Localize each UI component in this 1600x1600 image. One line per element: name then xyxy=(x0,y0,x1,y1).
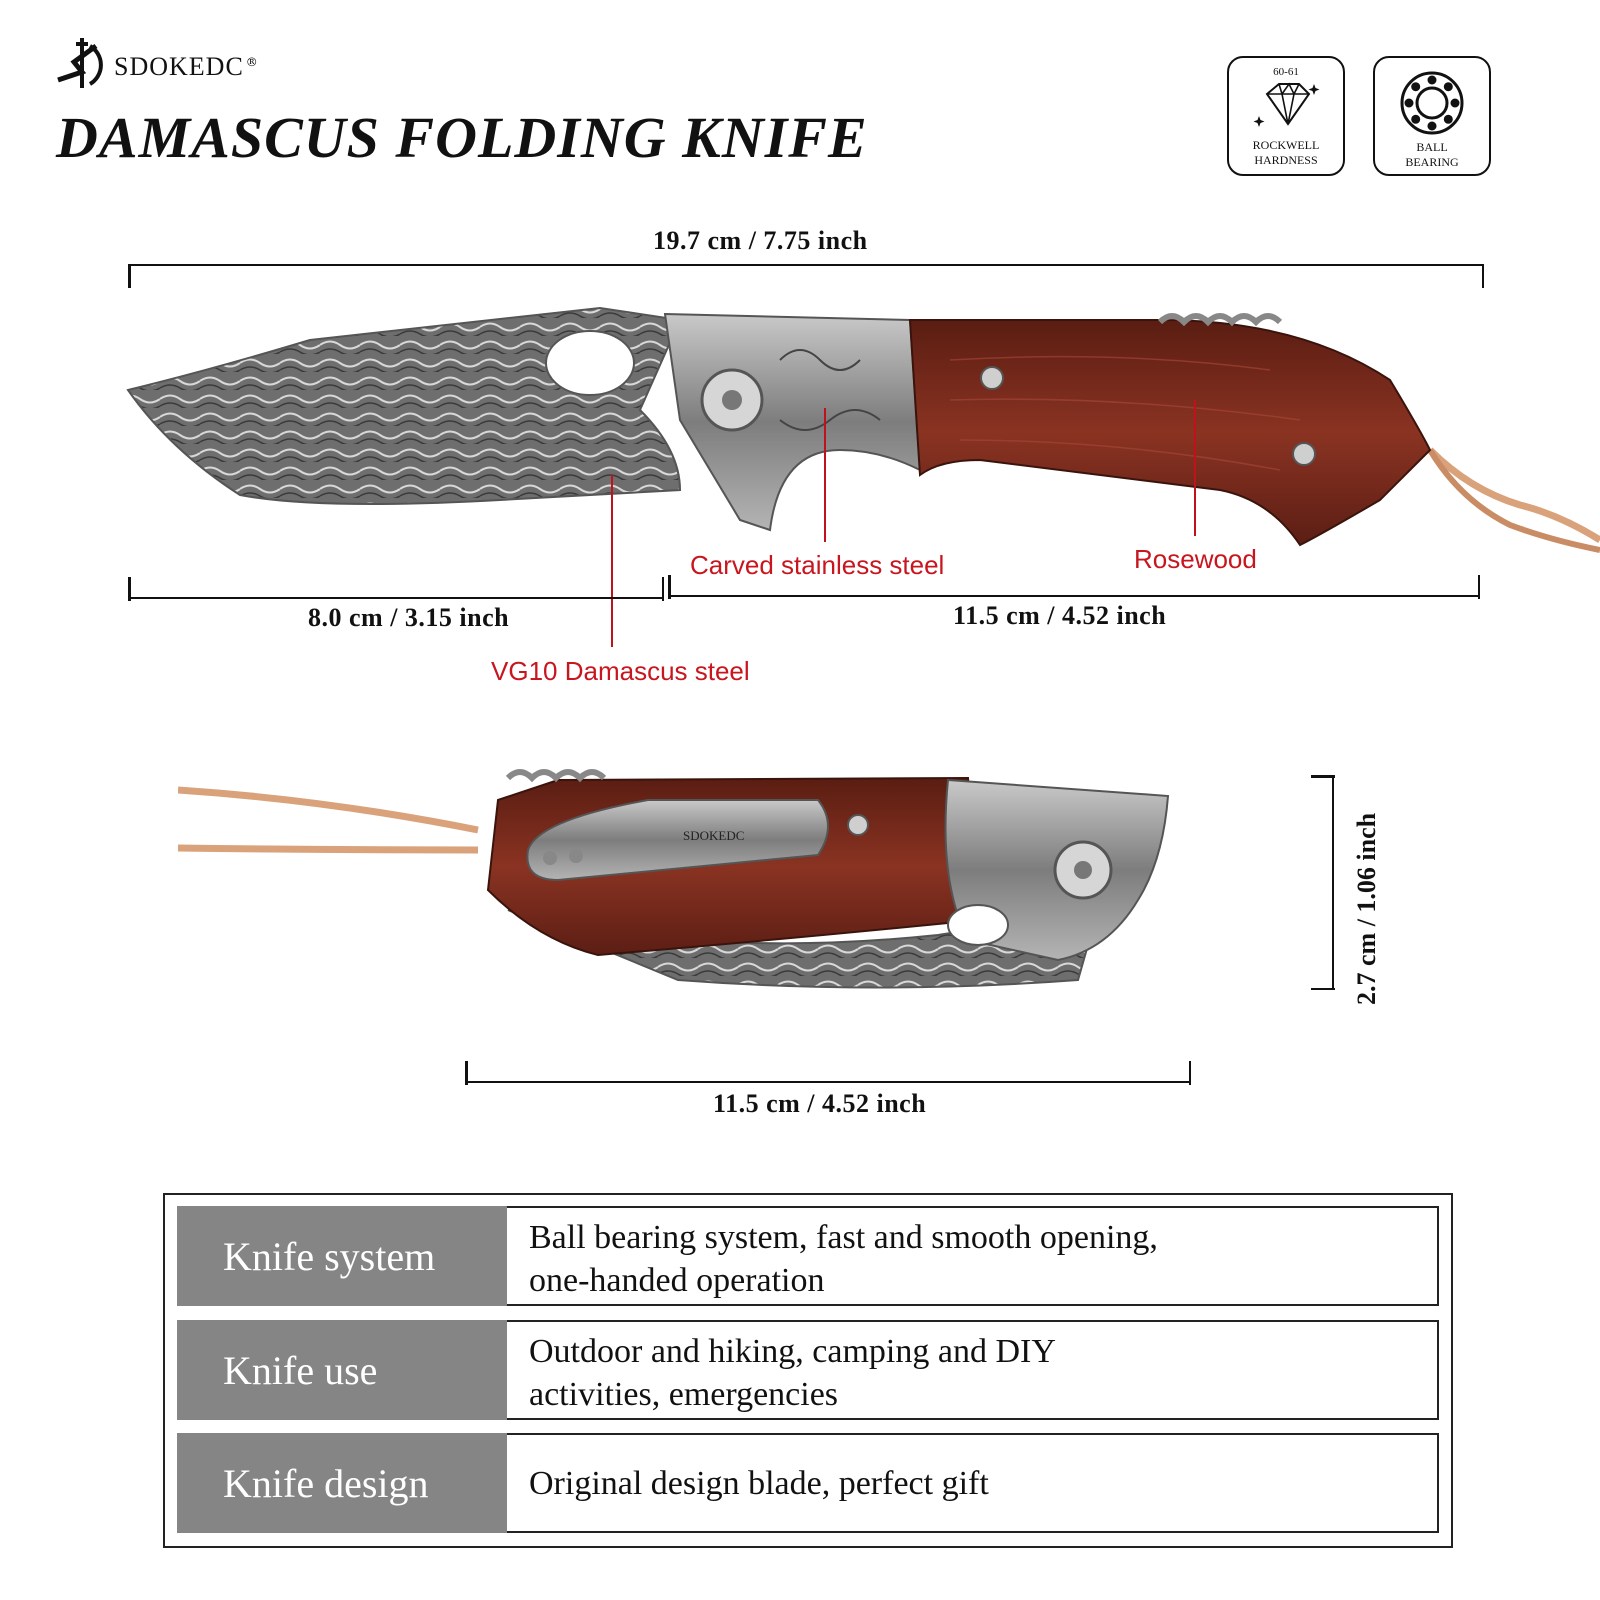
bolster-material-label: Carved stainless steel xyxy=(690,550,945,580)
bolster-shape xyxy=(663,312,922,532)
spec-key: Knife use xyxy=(177,1320,507,1420)
ball-bearing-icon xyxy=(1400,71,1464,135)
handle-material-label: Rosewood xyxy=(1134,544,1257,574)
spec-key: Knife design xyxy=(177,1433,507,1533)
overall-length-label: 19.7 cm / 7.75 inch xyxy=(653,226,868,255)
closed-width-label: 2.7 cm / 1.06 inch xyxy=(1352,812,1381,1005)
spec-value-line: one-handed operation xyxy=(529,1262,825,1299)
closed-knife-illustration: SDOKEDC xyxy=(178,769,1170,989)
spec-value: Ball bearing system, fast and smooth ope… xyxy=(507,1206,1439,1306)
callout-line-blade xyxy=(611,475,613,647)
spec-row-system: Knife system Ball bearing system, fast a… xyxy=(177,1206,1439,1306)
badge-hardness-value: 60-61 xyxy=(1273,66,1299,78)
handle-screw xyxy=(980,366,1004,390)
thumb-hole xyxy=(545,330,635,396)
handle-length-label: 11.5 cm / 4.52 inch xyxy=(953,601,1167,630)
blade-length-line xyxy=(128,577,664,601)
spec-row-use: Knife use Outdoor and hiking, camping an… xyxy=(177,1320,1439,1420)
diamond-icon xyxy=(1253,82,1320,127)
pocket-clip xyxy=(526,799,829,882)
spec-value-line: activities, emergencies xyxy=(529,1376,839,1413)
closed-length-label: 11.5 cm / 4.52 inch xyxy=(713,1089,927,1118)
spec-key: Knife system xyxy=(177,1206,507,1306)
badge-hardness-line2: HARDNESS xyxy=(1254,153,1318,167)
badge-bearing-line2: BEARING xyxy=(1405,155,1459,169)
callout-line-handle xyxy=(1194,400,1196,536)
blade-length-label: 8.0 cm / 3.15 inch xyxy=(308,603,510,632)
rosewood-handle xyxy=(908,319,1432,547)
handle-length-line xyxy=(668,575,1480,599)
page-title: DAMASCUS FOLDING KNIFE xyxy=(56,105,868,170)
closed-width-line xyxy=(1310,775,1335,990)
clip-brand-text: SDOKEDC xyxy=(683,828,744,843)
badge-ball-bearing: BALL BEARING xyxy=(1373,56,1491,176)
badge-rockwell-hardness: 60-61 ROCKWELL HARDNESS xyxy=(1227,56,1345,176)
brand-logo: SDOKEDC ® xyxy=(52,30,258,94)
blade-shape xyxy=(126,306,682,505)
overall-length-line xyxy=(128,263,1484,288)
registered-mark: ® xyxy=(245,55,258,69)
brand-name: SDOKEDC xyxy=(114,52,244,81)
blade-material-label: VG10 Damascus steel xyxy=(491,656,750,686)
badge-bearing-line1: BALL xyxy=(1416,140,1448,154)
open-knife-illustration xyxy=(126,306,1600,553)
spec-row-design: Knife design Original design blade, perf… xyxy=(177,1433,1439,1533)
callout-line-bolster xyxy=(824,408,826,542)
spec-value: Outdoor and hiking, camping and DIY acti… xyxy=(507,1320,1439,1420)
spec-value-line: Ball bearing system, fast and smooth ope… xyxy=(529,1219,1158,1256)
handle-screw xyxy=(1292,442,1316,466)
sword-logo-icon xyxy=(57,38,103,88)
spec-value-line: Outdoor and hiking, camping and DIY xyxy=(529,1333,1056,1370)
spec-table xyxy=(163,1193,1453,1548)
spec-value: Original design blade, perfect gift xyxy=(507,1433,1439,1533)
spec-value-line: Original design blade, perfect gift xyxy=(529,1464,989,1502)
closed-length-line xyxy=(465,1061,1191,1085)
badge-hardness-line1: ROCKWELL xyxy=(1252,138,1320,152)
